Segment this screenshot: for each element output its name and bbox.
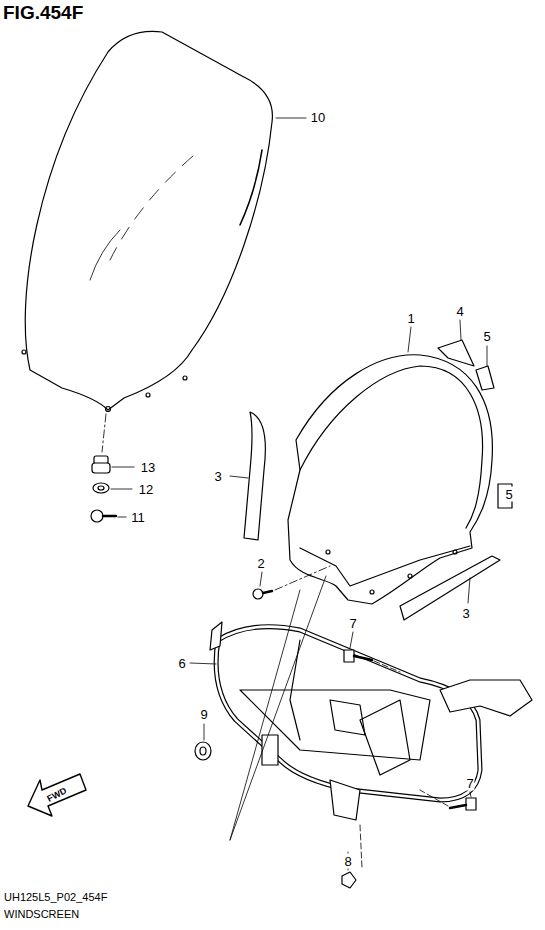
callout-number: 12 — [138, 482, 154, 497]
figure-code: UH125L5_P02_454F — [4, 892, 107, 903]
callout-number: 11 — [130, 510, 146, 525]
callout-number: 5 — [504, 487, 513, 502]
callout-number: 13 — [140, 460, 156, 475]
callout-number: 9 — [199, 707, 208, 722]
callout-number: 2 — [256, 556, 265, 571]
callout-number: 7 — [348, 616, 357, 631]
callout-number: 8 — [343, 854, 352, 869]
callout-number: 3 — [213, 469, 222, 484]
callout-number: 5 — [482, 329, 491, 344]
callout-number: 1 — [406, 311, 415, 326]
callout-number: 4 — [455, 304, 464, 319]
figure-title: FIG.454F — [3, 3, 83, 22]
callout-number: 3 — [461, 606, 470, 621]
callout-number: 10 — [310, 110, 326, 125]
figure-caption: WINDSCREEN — [4, 909, 79, 920]
callout-number: 6 — [177, 656, 186, 671]
callout-number: 7 — [465, 776, 474, 791]
